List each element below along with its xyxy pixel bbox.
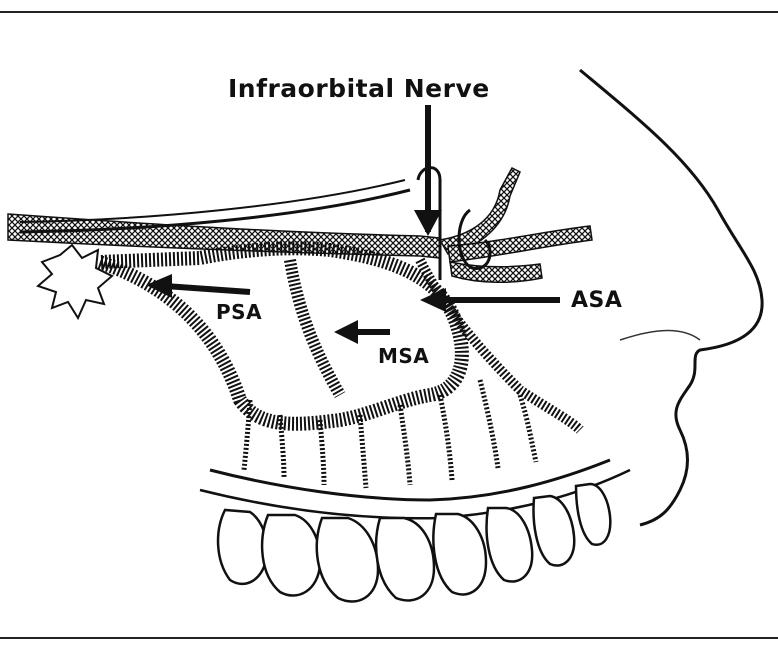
msa-label: MSA bbox=[378, 344, 429, 368]
dental-branches bbox=[244, 380, 536, 488]
infraorbital-canal-2 bbox=[20, 180, 405, 222]
nerve-branch-lower bbox=[450, 262, 542, 282]
superior-alveolar-plexus bbox=[100, 248, 462, 423]
infraorbital-nerve-label: Infraorbital Nerve bbox=[228, 74, 490, 103]
psa-label: PSA bbox=[216, 300, 262, 324]
asa-label: ASA bbox=[571, 288, 622, 313]
infraorbital-arrowhead bbox=[414, 210, 442, 236]
teeth bbox=[218, 484, 610, 602]
msa-loop bbox=[290, 260, 340, 395]
psa-arrow bbox=[165, 286, 250, 292]
msa-arrowhead bbox=[334, 320, 358, 344]
lip-line bbox=[620, 331, 700, 340]
psa-arrowhead bbox=[146, 274, 172, 298]
